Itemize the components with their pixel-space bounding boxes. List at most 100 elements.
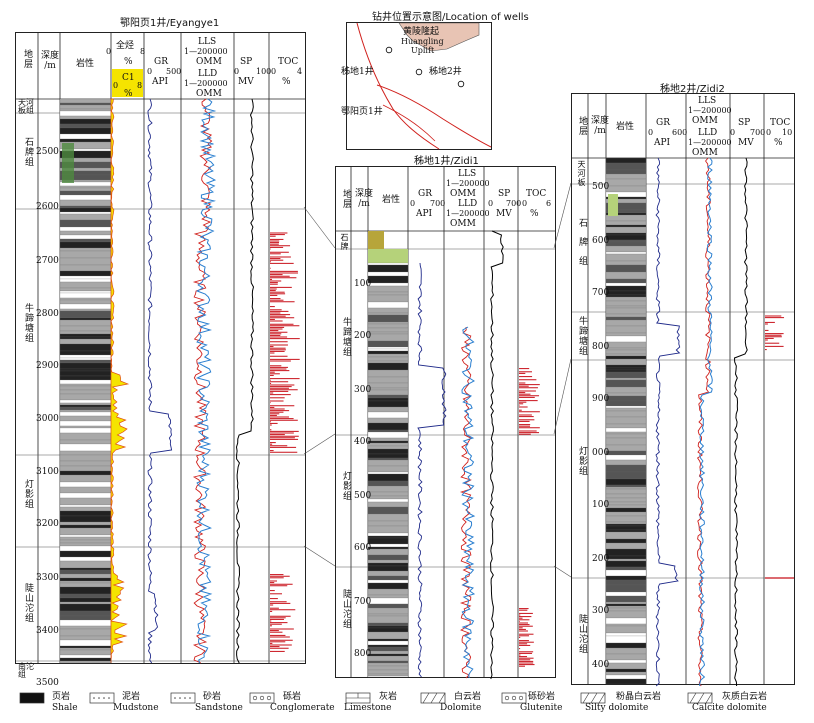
well1-depth-3500: 3500: [36, 678, 59, 688]
well3-depth-000: 000: [592, 448, 610, 458]
well1-c1-label: C1: [122, 73, 135, 83]
legend-swatch-shale: [19, 692, 45, 704]
well2-depth-500: 500: [354, 491, 372, 501]
well1-gas-lo: 0: [106, 47, 112, 56]
well2-log-svg: [336, 167, 555, 680]
well2-lld-unit: OMM: [450, 219, 476, 229]
legend-swatch-mudstone-dot: [108, 697, 110, 699]
well1-fm-shipai: 石牌组: [23, 137, 33, 167]
legend-swatch-calcite-dolomite-hatch: [705, 692, 713, 704]
legend-sandstone-en: Sandstone: [195, 703, 243, 713]
well1-lld-curve: [195, 98, 217, 664]
well3-panel: 地层 深度 /m 岩性 GR 0 600 API LLS 1—200000 OM…: [571, 93, 795, 687]
well3-depth-600: 600: [592, 236, 610, 246]
correlation-line: [553, 182, 572, 249]
well1-toc-label: TOC: [278, 57, 299, 67]
well1-fm-dengying: 灯影组: [23, 479, 33, 509]
well3-lld-unit: OMM: [692, 148, 718, 158]
well2-olive-interval: [368, 231, 384, 249]
well1-depth-2600: 2600: [36, 202, 59, 212]
legend-swatch-sandstone-dot: [189, 697, 191, 699]
legend-swatch-sandstone: [170, 692, 196, 704]
well1-fm-doushantuo: 陡山沱组: [23, 583, 33, 623]
legend-swatch-silty-dolomite-hatch: [582, 692, 590, 704]
legend-conglomerate-cn: 砾岩: [283, 692, 302, 702]
well3-depth-100: 100: [592, 500, 610, 510]
well3-log-svg: [572, 94, 794, 687]
well1-depth-2800: 2800: [36, 309, 59, 319]
legend-swatch-silty-dolomite-hatch: [590, 692, 598, 704]
well1-depth-header: 深度 /m: [40, 51, 59, 71]
well2-depth-600: 600: [354, 543, 372, 553]
well2-gr-unit: API: [416, 209, 433, 219]
well1-gr-hi: 500: [166, 67, 182, 76]
fault-line-3: [382, 104, 436, 142]
legend-dolomite-cn: 白云岩: [454, 692, 482, 702]
well3-gr-lo: 0: [648, 128, 654, 137]
well1-c1-lo: 0: [113, 81, 119, 90]
uplift-label-en1: Huangling: [401, 37, 444, 46]
legend-swatch-glutenite-pebble: [511, 695, 517, 701]
fault-line-1: [356, 22, 440, 150]
well1-depth-2700: 2700: [36, 256, 59, 266]
fault-line-2: [376, 84, 492, 148]
well3-gr-unit: API: [654, 138, 671, 148]
well2-lls-curve: [459, 326, 472, 679]
legend-swatch-dolomite-hatch: [422, 692, 430, 704]
well1-lls-range: 1—200000: [184, 47, 228, 56]
well1-toc-unit: %: [282, 77, 291, 87]
legend-silty-dolomite-cn: 粉晶白云岩: [616, 692, 662, 702]
well1-gas-curve: [110, 98, 130, 663]
well1-title: 鄂阳页1井/Eyangye1: [120, 18, 220, 29]
well1-sp-lo: 0: [234, 67, 240, 76]
well3-depth-header: 深度 /m: [590, 116, 609, 136]
legend-swatch-conglomerate: [249, 692, 275, 704]
well1-log-svg: [16, 33, 305, 664]
well1-gr-lo: 0: [147, 67, 153, 76]
well2-sp-curve: [489, 230, 504, 680]
well1-sp-unit: MV: [238, 77, 254, 87]
well3-fm-tianheban: 天河板: [577, 160, 586, 187]
well3-lls-range: 1—200000: [688, 106, 732, 115]
legend-swatch-calcite-dolomite-hatch: [697, 692, 705, 704]
well1-toc-lo: 0: [271, 67, 277, 76]
legend-swatch-conglomerate-pebble: [259, 695, 265, 701]
well1-sp-curve: [235, 98, 255, 664]
well2-lithology-bed: [367, 675, 409, 678]
legend-swatch-calcite-dolomite-hatch: [689, 692, 697, 704]
well3-yellowgreen-interval: [608, 194, 618, 216]
well3-toc-lo: 0: [766, 128, 772, 137]
legend-shale-cn: 页岩: [52, 692, 71, 702]
well3-title: 秭地2井/Zidi2: [660, 84, 725, 95]
well3-depth-300: 300: [592, 606, 610, 616]
well3-gr-label: GR: [656, 118, 670, 128]
well3-fm-doushantuo: 陡山沱组: [577, 614, 587, 654]
well3-depth-900: 900: [592, 394, 610, 404]
legend-limestone-en: Limestone: [344, 703, 392, 713]
well3-lls-unit: OMM: [692, 116, 718, 126]
correlation-line: [303, 206, 336, 249]
well1-sp-label: SP: [240, 57, 253, 67]
well1-c1-unit: %: [124, 89, 133, 99]
well2-lld-range: 1—200000: [446, 209, 490, 218]
well2-sp-hi: 700: [506, 199, 522, 208]
well3-depth-700: 700: [592, 288, 610, 298]
well3-gr-curve: [655, 157, 681, 687]
legend-swatch-sandstone-dot: [179, 697, 181, 699]
map-title: 钻井位置示意图/Location of wells: [372, 12, 529, 23]
well2-fm-niutitang: 牛蹄塘组: [341, 317, 351, 357]
well1-lls-unit: OMM: [196, 57, 222, 67]
legend-glutenite-en: Glutenite: [520, 703, 563, 713]
well2-lith-header: 岩性: [382, 195, 401, 205]
well3-lld-range: 1—200000: [688, 138, 732, 147]
legend-mudstone-cn: 泥岩: [122, 692, 141, 702]
well1-gr-label: GR: [154, 57, 168, 67]
legend-calcite-dolomite-cn: 灰质白云岩: [722, 692, 768, 702]
well1-green-interval: [62, 143, 74, 183]
well3-sp-lo: 0: [730, 128, 736, 137]
well2-depth-200: 200: [354, 331, 372, 341]
well2-sp-lo: 0: [488, 199, 494, 208]
well3-fm-niutitang: 牛蹄塘组: [577, 316, 587, 356]
well2-lls-label: LLS: [458, 169, 477, 179]
